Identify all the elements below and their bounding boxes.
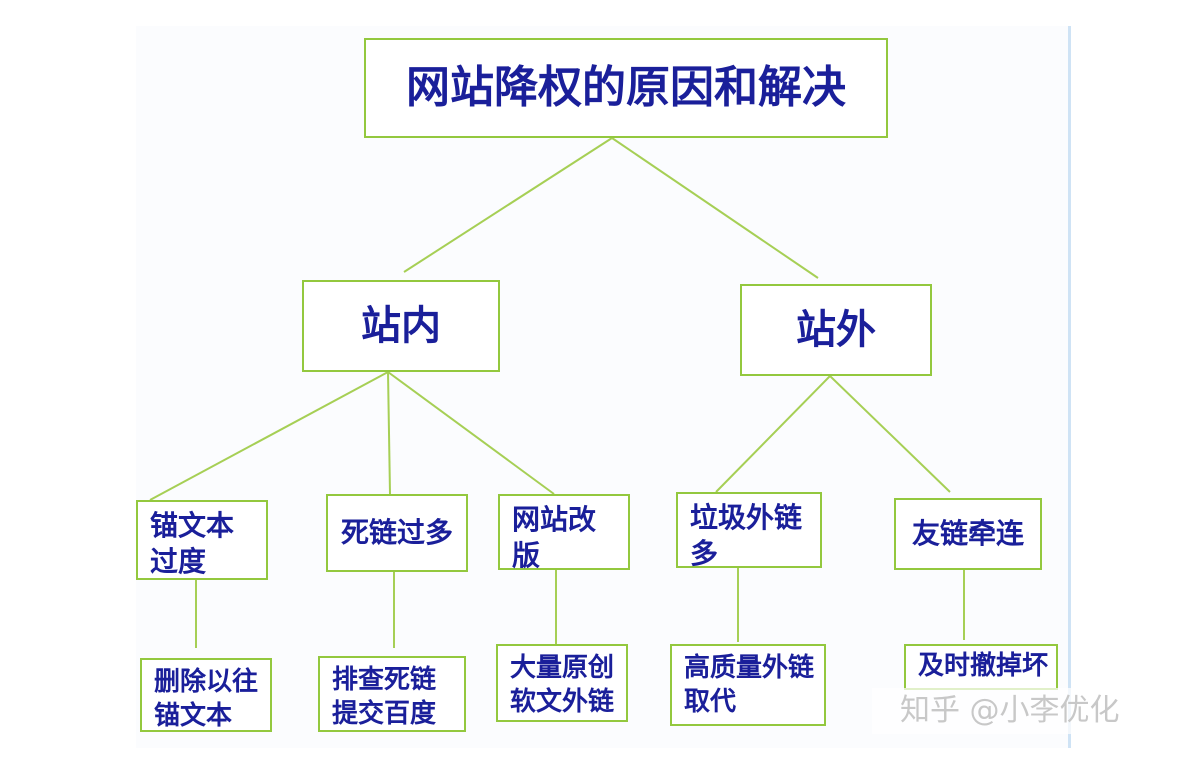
connector-outside-spamlinks [715,375,831,493]
root-label: 网站降权的原因和解决 [406,62,846,114]
solution-label-spam-links: 高质量外链取代 [684,653,815,717]
cause-node-anchor-text: 锚文本过度 [136,500,268,580]
root-node: 网站降权的原因和解决 [364,38,888,138]
diagram-background [136,26,1071,748]
cause-node-friend-links: 友链牵连 [894,498,1042,570]
cause-label-friend-links: 友链牵连 [911,516,1024,550]
cause-label-anchor-text: 锚文本过度 [150,509,235,579]
solution-node-dead-links: 排查死链提交百度 [318,656,466,732]
solution-label-friend-links: 及时撤掉坏 [918,651,1049,681]
cause-label-spam-links: 垃圾外链多 [690,501,803,571]
connector-inside-redesign [387,371,555,495]
solution-node-anchor-text: 删除以往锚文本 [140,658,272,732]
cause-label-dead-links: 死链过多 [340,515,453,549]
connector-inside-anchor [149,371,389,501]
connector-root-inside [403,137,613,273]
solution-node-spam-links: 高质量外链取代 [670,644,826,726]
solution-label-anchor-text: 删除以往锚文本 [154,667,259,731]
branch-label-inside: 站内 [361,303,441,349]
solution-label-redesign: 大量原创软文外链 [510,653,615,717]
cause-node-spam-links: 垃圾外链多 [676,492,822,570]
connector-outside-friendlinks [829,375,951,493]
branch-node-inside: 站内 [302,280,500,372]
branch-label-outside: 站外 [796,307,876,353]
solution-node-friend-links: 及时撤掉坏 [904,644,1058,690]
solution-node-redesign: 大量原创软文外链 [496,644,628,722]
solution-label-dead-links: 排查死链提交百度 [332,665,437,729]
connector-root-outside [611,137,819,279]
zhihu-watermark: 知乎 @小李优化 [872,688,1156,734]
connector-inside-deadlink [387,371,391,495]
cause-label-redesign: 网站改版 [512,503,597,573]
cause-node-dead-links: 死链过多 [326,494,468,572]
cause-node-redesign: 网站改版 [498,494,630,572]
branch-node-outside: 站外 [740,284,932,376]
